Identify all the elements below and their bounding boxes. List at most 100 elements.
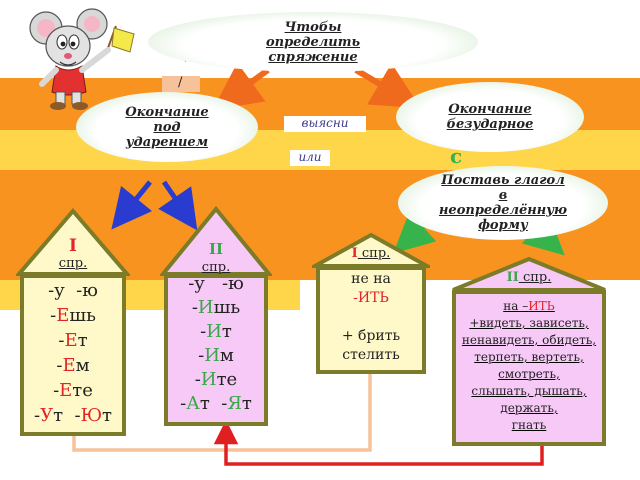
house4-exceptions: на –ИТЬ+видеть, зависеть,ненавидеть, оби…: [452, 298, 606, 434]
text-line: держать,: [452, 400, 606, 417]
text-segment: гнать: [511, 418, 547, 432]
text-segment: -: [194, 369, 201, 390]
oval-stressed-ending: Окончание под ударением: [76, 92, 258, 162]
house3-body: [316, 266, 426, 374]
text-line: -ИТЬ: [316, 289, 426, 308]
stray-slash-box: /: [162, 75, 200, 92]
text-line: -Ат -Ят: [164, 392, 268, 416]
text-segment: ИТЬ: [528, 299, 555, 313]
text-segment: т -: [199, 393, 228, 414]
text-segment: -у -ю: [188, 273, 244, 294]
text-line: гнать: [452, 417, 606, 434]
text-line: -Ете: [20, 378, 126, 403]
oval-line: в: [498, 188, 508, 203]
text-line: слышать, дышать,: [452, 383, 606, 400]
text-segment: те: [216, 369, 238, 390]
oval-line: форму: [478, 218, 528, 233]
text-segment: те: [72, 380, 93, 401]
stray-slash: /: [178, 75, 183, 90]
house2-roof-sub: спр.: [201, 260, 231, 275]
text-segment: -ИТЬ: [353, 290, 389, 306]
text-segment: -: [200, 321, 207, 342]
oval-line: неопределённую: [438, 203, 568, 218]
label-or: или: [290, 150, 330, 166]
text-line: + брить: [316, 327, 426, 346]
house1-endings: -у -ю-Ешь-Ет-Ем-Ете-Ут -Ют: [20, 278, 126, 428]
arrow-to-second-conj: [158, 180, 198, 231]
text-line: +видеть, зависеть,: [452, 315, 606, 332]
text-segment: ненавидеть, обидеть,: [461, 333, 597, 347]
arrow-to-unstressed: [354, 63, 421, 109]
house2-endings: -у -ю-Ишь-Ит-Им-Ите-Ат -Ят: [164, 272, 268, 416]
house1-roof-sub: спр.: [58, 256, 88, 271]
text-segment: стелить: [342, 347, 400, 363]
text-segment: держать,: [500, 401, 558, 415]
red-link-line: [213, 419, 544, 466]
text-line: -Им: [164, 344, 268, 368]
text-segment: -: [56, 355, 63, 376]
text-line: стелить: [316, 346, 426, 365]
house3-roof-sub: спр.: [357, 246, 391, 261]
oval-line: безударное: [446, 117, 534, 132]
text-segment: слышать, дышать,: [471, 384, 587, 398]
house1-roof-num: I: [69, 236, 77, 256]
house2-roof-num: II: [208, 240, 224, 258]
oval-line: под: [153, 119, 181, 135]
text-line: -Ит: [164, 320, 268, 344]
oval-line: Поставь глагол: [441, 173, 565, 188]
text-segment: +видеть, зависеть,: [469, 316, 589, 330]
text-segment: шь: [69, 305, 96, 326]
house3-roof-label: I спр.: [312, 246, 430, 261]
oval-determine-conjugation: Чтобы определить спряжение: [148, 12, 478, 72]
arrow-to-first-conj: [111, 180, 153, 230]
text-line: ненавидеть, обидеть,: [452, 332, 606, 349]
stray-backtick: `: [182, 58, 189, 74]
label-find-out: выясни: [284, 116, 366, 132]
text-line: -Ите: [164, 368, 268, 392]
text-segment: + брить: [341, 328, 401, 344]
text-segment: Е: [62, 355, 76, 376]
text-segment: -: [50, 305, 57, 326]
house3-rules: не на -ИТЬ + брить стелить: [316, 270, 426, 365]
text-segment: У: [40, 405, 54, 426]
text-line: -Ешь: [20, 303, 126, 328]
house4-roof-sub: спр.: [518, 270, 552, 285]
text-segment: А: [186, 393, 200, 414]
text-segment: И: [204, 345, 220, 366]
text-segment: смотреть,: [498, 367, 560, 381]
text-segment: Е: [59, 380, 73, 401]
oval-line: ударением: [125, 134, 209, 150]
text-segment: -: [53, 380, 60, 401]
arrow-to-stressed: [212, 62, 270, 111]
text-line: -Ет: [20, 328, 126, 353]
text-line: не на: [316, 270, 426, 289]
text-line: терпеть, вертеть,: [452, 349, 606, 366]
text-line: на –ИТЬ: [452, 298, 606, 315]
text-line: -у -ю: [20, 278, 126, 303]
text-line: -у -ю: [164, 272, 268, 296]
text-segment: на –: [503, 299, 529, 313]
text-segment: т -: [53, 405, 81, 426]
house2-body: [164, 274, 268, 426]
oval-infinitive-form: Поставь глагол в неопределённую форму: [398, 166, 608, 240]
text-segment: -у -ю: [48, 280, 98, 301]
oval-line: спряжение: [268, 49, 358, 65]
text-segment: шь: [213, 297, 241, 318]
text-segment: т: [102, 405, 113, 426]
text-segment: -: [198, 345, 205, 366]
mouse-mascot-icon: [29, 8, 135, 110]
text-line: -Ем: [20, 353, 126, 378]
text-segment: И: [206, 321, 222, 342]
oval-line: Окончание: [448, 102, 532, 117]
text-segment: т: [221, 321, 232, 342]
oval-line: Окончание: [125, 104, 209, 120]
text-segment: Е: [56, 305, 70, 326]
house1-body: [20, 274, 126, 436]
text-line: [316, 308, 426, 327]
oval-line: Чтобы: [284, 19, 342, 35]
text-line: смотреть,: [452, 366, 606, 383]
house4-roof-num: II: [506, 270, 519, 285]
text-segment: Я: [227, 393, 242, 414]
text-segment: не на: [351, 271, 391, 287]
